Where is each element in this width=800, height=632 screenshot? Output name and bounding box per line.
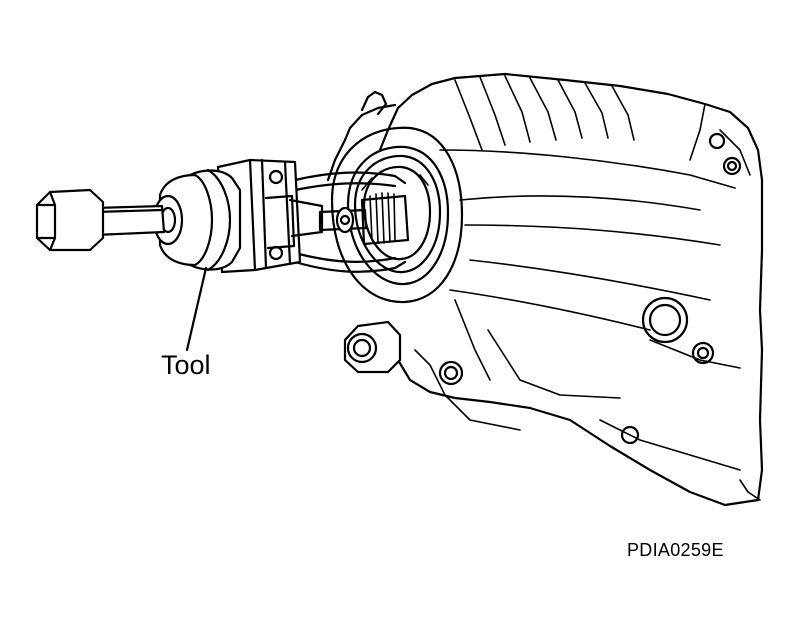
tool-leader-line bbox=[185, 266, 208, 352]
output-shaft bbox=[318, 192, 410, 246]
puller-jaws bbox=[293, 171, 407, 273]
hex-drive-screw bbox=[35, 188, 166, 252]
tool-callout-label: Tool bbox=[161, 350, 211, 380]
transfer-case-housing bbox=[326, 72, 764, 507]
puller-body bbox=[152, 168, 242, 272]
figure-id-label: PDIA0259E bbox=[627, 540, 724, 560]
